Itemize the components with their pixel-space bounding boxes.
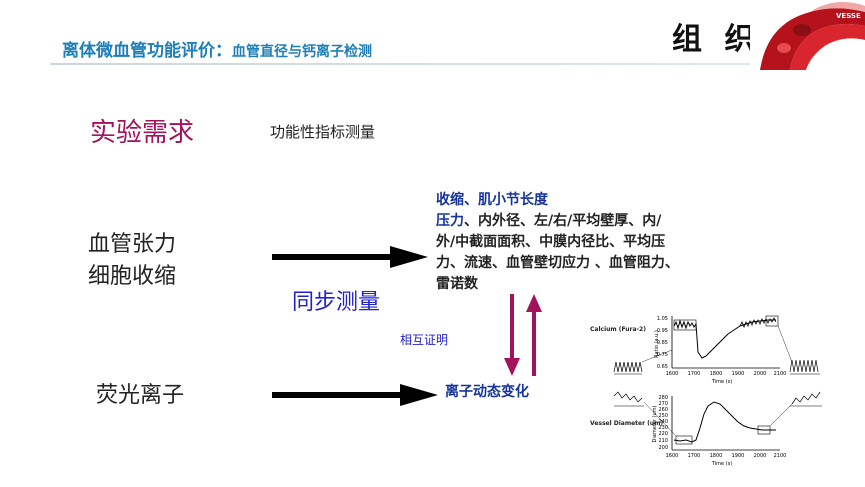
metrics-line4: 力、流速、血管壁切应力 、血管阻力、 xyxy=(436,253,726,274)
logo-text: VESSE xyxy=(836,12,861,20)
bottom-ylabel: Diameter (um) xyxy=(652,406,658,443)
requirement-detail: 功能性指标测量 xyxy=(270,121,375,142)
metrics-line1: 收缩、肌小节长度 xyxy=(436,190,726,211)
bottom-xtick-1: 1700 xyxy=(688,453,701,459)
bottom-xtick-5: 2100 xyxy=(774,453,787,459)
top-xtick-3: 1900 xyxy=(732,371,745,377)
bottom-ytick-8: 200 xyxy=(658,445,668,451)
ion-dynamic-label: 离子动态变化 xyxy=(445,381,529,401)
metrics-pressure: 压力 xyxy=(436,213,464,229)
metrics-line3: 外/中截面面积、中膜内径比、平均压 xyxy=(436,232,726,253)
top-xtick-4: 2000 xyxy=(754,371,767,377)
bottom-ytick-7: 210 xyxy=(658,438,668,444)
calcium-diameter-figure: 1.05 0.95 0.85 0.75 0.65 1600 1700 1800 … xyxy=(610,312,832,474)
bottom-xlabel: Time (s) xyxy=(711,461,732,467)
metrics-line2: 压力、内外径、左/右/平均壁厚、内/ xyxy=(436,211,726,232)
tension-line1: 血管张力 xyxy=(88,229,176,261)
arrow-tension-to-metrics xyxy=(270,245,430,269)
tension-line2: 细胞收缩 xyxy=(88,261,176,293)
bottom-xtick-4: 2000 xyxy=(754,453,767,459)
sync-measure-label: 同步测量 xyxy=(292,284,380,316)
vessel-logo-image: VESSE xyxy=(750,0,865,70)
top-xtick-2: 1800 xyxy=(710,371,723,377)
bottom-ytick-6: 220 xyxy=(658,431,668,437)
brand-label: 组 织 xyxy=(672,14,760,58)
title-main: 离体微血管功能评价： xyxy=(62,41,232,61)
bottom-xtick-2: 1800 xyxy=(710,453,723,459)
top-xtick-5: 2100 xyxy=(774,371,787,377)
metrics-line2b: 、内外径、左/右/平均壁厚、内/ xyxy=(464,213,661,229)
top-ylabel: Ratio (a.u.) xyxy=(654,330,660,358)
top-xtick-1: 1700 xyxy=(688,371,701,377)
fluor-ion-label: 荧光离子 xyxy=(96,380,184,412)
bottom-xtick-0: 1600 xyxy=(666,453,679,459)
title-sub: 血管直径与钙离子检测 xyxy=(232,44,372,60)
top-ytick-4: 0.65 xyxy=(657,364,668,370)
metrics-line5: 雷诺数 xyxy=(436,274,726,295)
top-ytick-0: 1.05 xyxy=(657,316,668,322)
arrow-fluor-to-ion xyxy=(270,383,440,407)
top-xtick-0: 1600 xyxy=(666,371,679,377)
tension-label: 血管张力 细胞收缩 xyxy=(88,229,176,293)
title-underline xyxy=(50,63,770,65)
page-title: 离体微血管功能评价：血管直径与钙离子检测 xyxy=(62,36,372,61)
requirement-label: 实验需求 xyxy=(90,112,194,149)
bottom-xtick-3: 1900 xyxy=(732,453,745,459)
mutual-proof-label: 相互证明 xyxy=(400,331,448,348)
top-xlabel: Time (s) xyxy=(711,379,732,385)
bidirectional-arrows xyxy=(500,290,550,380)
metrics-list: 收缩、肌小节长度 压力、内外径、左/右/平均壁厚、内/ 外/中截面面积、中膜内径… xyxy=(436,190,726,295)
